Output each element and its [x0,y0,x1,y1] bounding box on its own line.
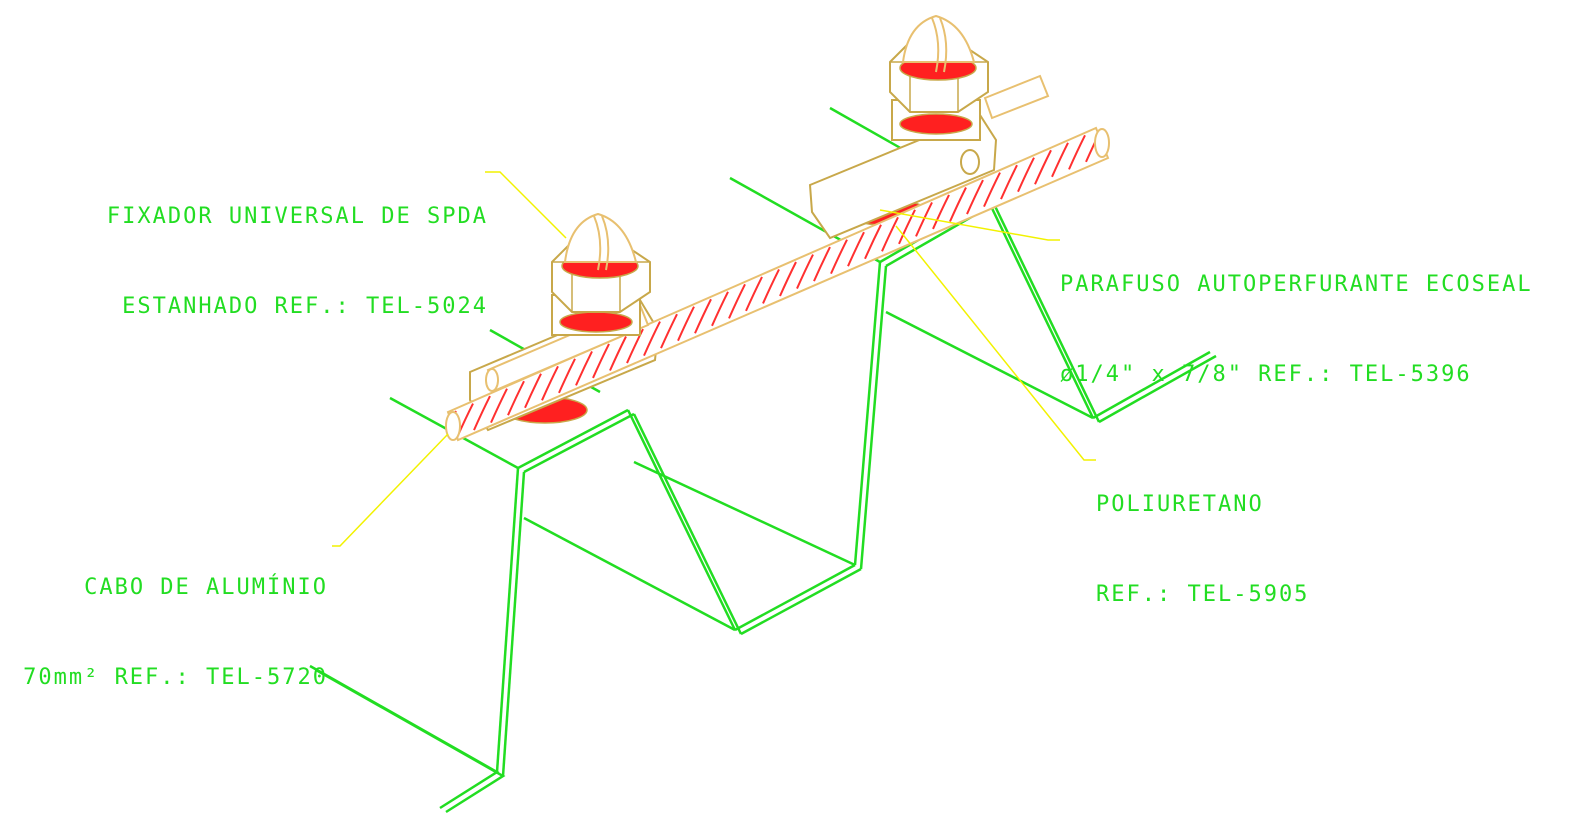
label-poliuretano-line1: POLIURETANO [1096,492,1264,517]
label-fixador-line2: ESTANHADO REF.: TEL-5024 [122,294,488,319]
leader-cabo [332,433,449,547]
label-fixador-line1: FIXADOR UNIVERSAL DE SPDA [106,204,488,229]
label-parafuso-line2: ø1/4" x 7/8" REF.: TEL-5396 [1060,362,1472,387]
label-cabo-line1: CABO DE ALUMÍNIO [84,575,328,600]
label-cabo-line2: 70mm² REF.: TEL-5720 [23,665,328,690]
fixture-head-left [551,212,651,336]
label-poliuretano-line2: REF.: TEL-5905 [1096,582,1310,607]
label-cabo: CABO DE ALUMÍNIO 70mm² REF.: TEL-5720 [23,513,328,723]
label-parafuso-line1: PARAFUSO AUTOPERFURANTE ECOSEAL [1060,272,1533,297]
leader-parafuso [879,209,1060,241]
label-parafuso: PARAFUSO AUTOPERFURANTE ECOSEAL ø1/4" x … [1060,210,1533,420]
leader-fixador [485,171,567,239]
fixture-head-right [889,14,989,141]
leader-poliuretano [895,225,1096,461]
leader-lines [332,171,1096,547]
label-fixador: FIXADOR UNIVERSAL DE SPDA ESTANHADO REF.… [107,142,488,352]
label-poliuretano: POLIURETANO REF.: TEL-5905 [1096,430,1309,640]
roof-sheet [309,106,1217,814]
